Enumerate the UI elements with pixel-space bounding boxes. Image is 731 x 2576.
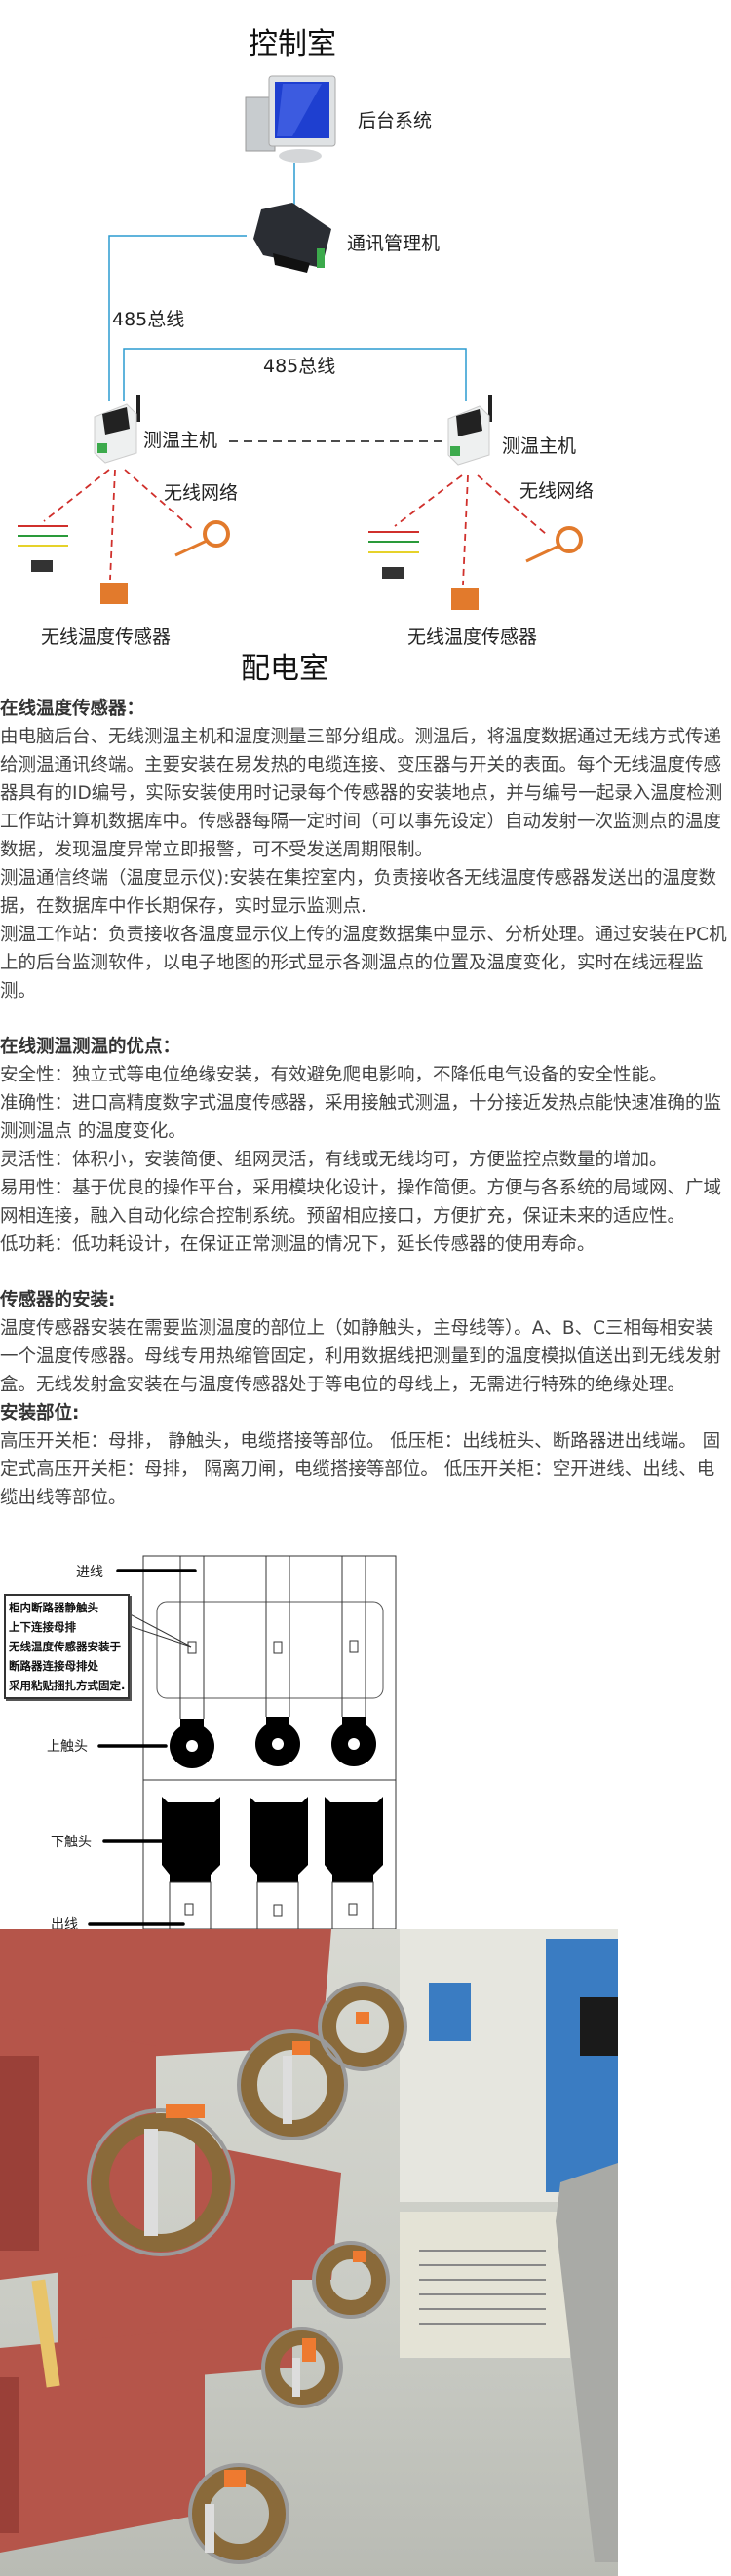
- bus-label-2: 485总线: [263, 356, 335, 377]
- advantage-item: 易用性：基于优良的操作平台，采用模块化设计，操作简便。方便与各系统的局域网、广域…: [0, 1178, 722, 1227]
- article-text: 在线温度传感器： 由电脑后台、无线测温主机和温度测量三部分组成。测温后，将温度数…: [0, 687, 731, 1512]
- section-heading-locations: 安装部位:: [0, 1403, 80, 1423]
- intro-paragraph: 由电脑后台、无线测温主机和温度测量三部分组成。测温后，将温度数据通过无线方式传递…: [0, 727, 723, 860]
- advantage-item: 安全性：独立式等电位绝缘安装，有效避免爬电影响，不降低电气设备的安全性能。: [0, 1065, 668, 1085]
- sensor-group-right-icon: [368, 526, 583, 610]
- control-room-title: 控制室: [249, 27, 336, 61]
- sensor-right-label: 无线温度传感器: [407, 626, 537, 648]
- installation-paragraph: 温度传感器安装在需要监测温度的部位上（如静触头，主母线等）。A、B、C三相每相安…: [0, 1318, 722, 1395]
- comm-manager-label: 通讯管理机: [347, 233, 440, 254]
- section-heading-intro: 在线温度传感器：: [0, 699, 145, 719]
- incoming-label: 进线: [76, 1565, 103, 1580]
- sensor-group-left-icon: [18, 520, 230, 604]
- switchgear-diagram: 进线 上触头 下触头 出线 柜内断路器静触头 上下连接母排 无线温度传感器安装于…: [0, 1539, 409, 1933]
- comm-manager-icon: [253, 203, 331, 273]
- section-heading-installation: 传感器的安装:: [0, 1290, 116, 1310]
- installation-photo: [0, 1929, 618, 2576]
- host-left-icon: [94, 395, 140, 464]
- installation-callout: 柜内断路器静触头 上下连接母排 无线温度传感器安装于 断路器连接母排处 采用粘贴…: [4, 1594, 131, 1699]
- sensor-marker-icons: [184, 1640, 359, 1917]
- upper-contact-label: 上触头: [47, 1739, 88, 1755]
- callout-line: 采用粘贴捆扎方式固定.: [9, 1679, 126, 1692]
- advantage-item: 准确性：进口高精度数字式温度传感器，采用接触式测温，十分接近发热点能快速准确的监…: [0, 1093, 722, 1142]
- computer-icon: [245, 75, 336, 163]
- advantage-item: 灵活性：体积小，安装简便、组网灵活，有线或无线均可，方便监控点数量的增加。: [0, 1150, 668, 1170]
- intro-paragraph: 测温工作站：负责接收各温度显示仪上传的温度数据集中显示、分析处理。通过安装在PC…: [0, 925, 727, 1002]
- locations-paragraph: 高压开关柜：母排， 静触头，电缆搭接等部位。 低压柜：出线桩头、断路器进出线端。…: [0, 1431, 721, 1508]
- callout-line: 上下连接母排: [9, 1620, 76, 1634]
- lower-contacts: [162, 1797, 383, 1882]
- bus-label-1: 485总线: [112, 309, 184, 330]
- wireless-right-label: 无线网络: [519, 480, 594, 502]
- backend-system-label: 后台系统: [358, 110, 432, 132]
- bus-line-link: [123, 348, 467, 401]
- system-topology-diagram: 控制室 后台系统 通讯管理机 485总线 485总线 测温主机 测温主机 无线网…: [18, 27, 594, 686]
- sensor-left-label: 无线温度传感器: [41, 626, 171, 648]
- host-left-label: 测温主机: [143, 430, 217, 451]
- callout-line: 柜内断路器静触头: [9, 1601, 98, 1614]
- distribution-room-title: 配电室: [241, 652, 328, 686]
- lower-contact-label: 下触头: [51, 1835, 92, 1850]
- intro-paragraph: 测温通信终端（温度显示仪):安装在集控室内，负责接收各无线温度传感器发送出的温度…: [0, 868, 716, 917]
- advantage-item: 低功耗：低功耗设计，在保证正常测温的情况下，延长传感器的使用寿命。: [0, 1234, 596, 1255]
- callout-line: 断路器连接母排处: [9, 1659, 98, 1673]
- wireless-links: [43, 469, 547, 586]
- host-right-icon: [447, 395, 492, 466]
- wireless-left-label: 无线网络: [164, 482, 238, 504]
- bus-line-main: [108, 235, 247, 401]
- callout-line: 无线温度传感器安装于: [9, 1640, 121, 1653]
- section-heading-advantages: 在线测温测温的优点：: [0, 1037, 181, 1057]
- upper-contacts: [170, 1717, 376, 1768]
- host-right-label: 测温主机: [502, 436, 576, 457]
